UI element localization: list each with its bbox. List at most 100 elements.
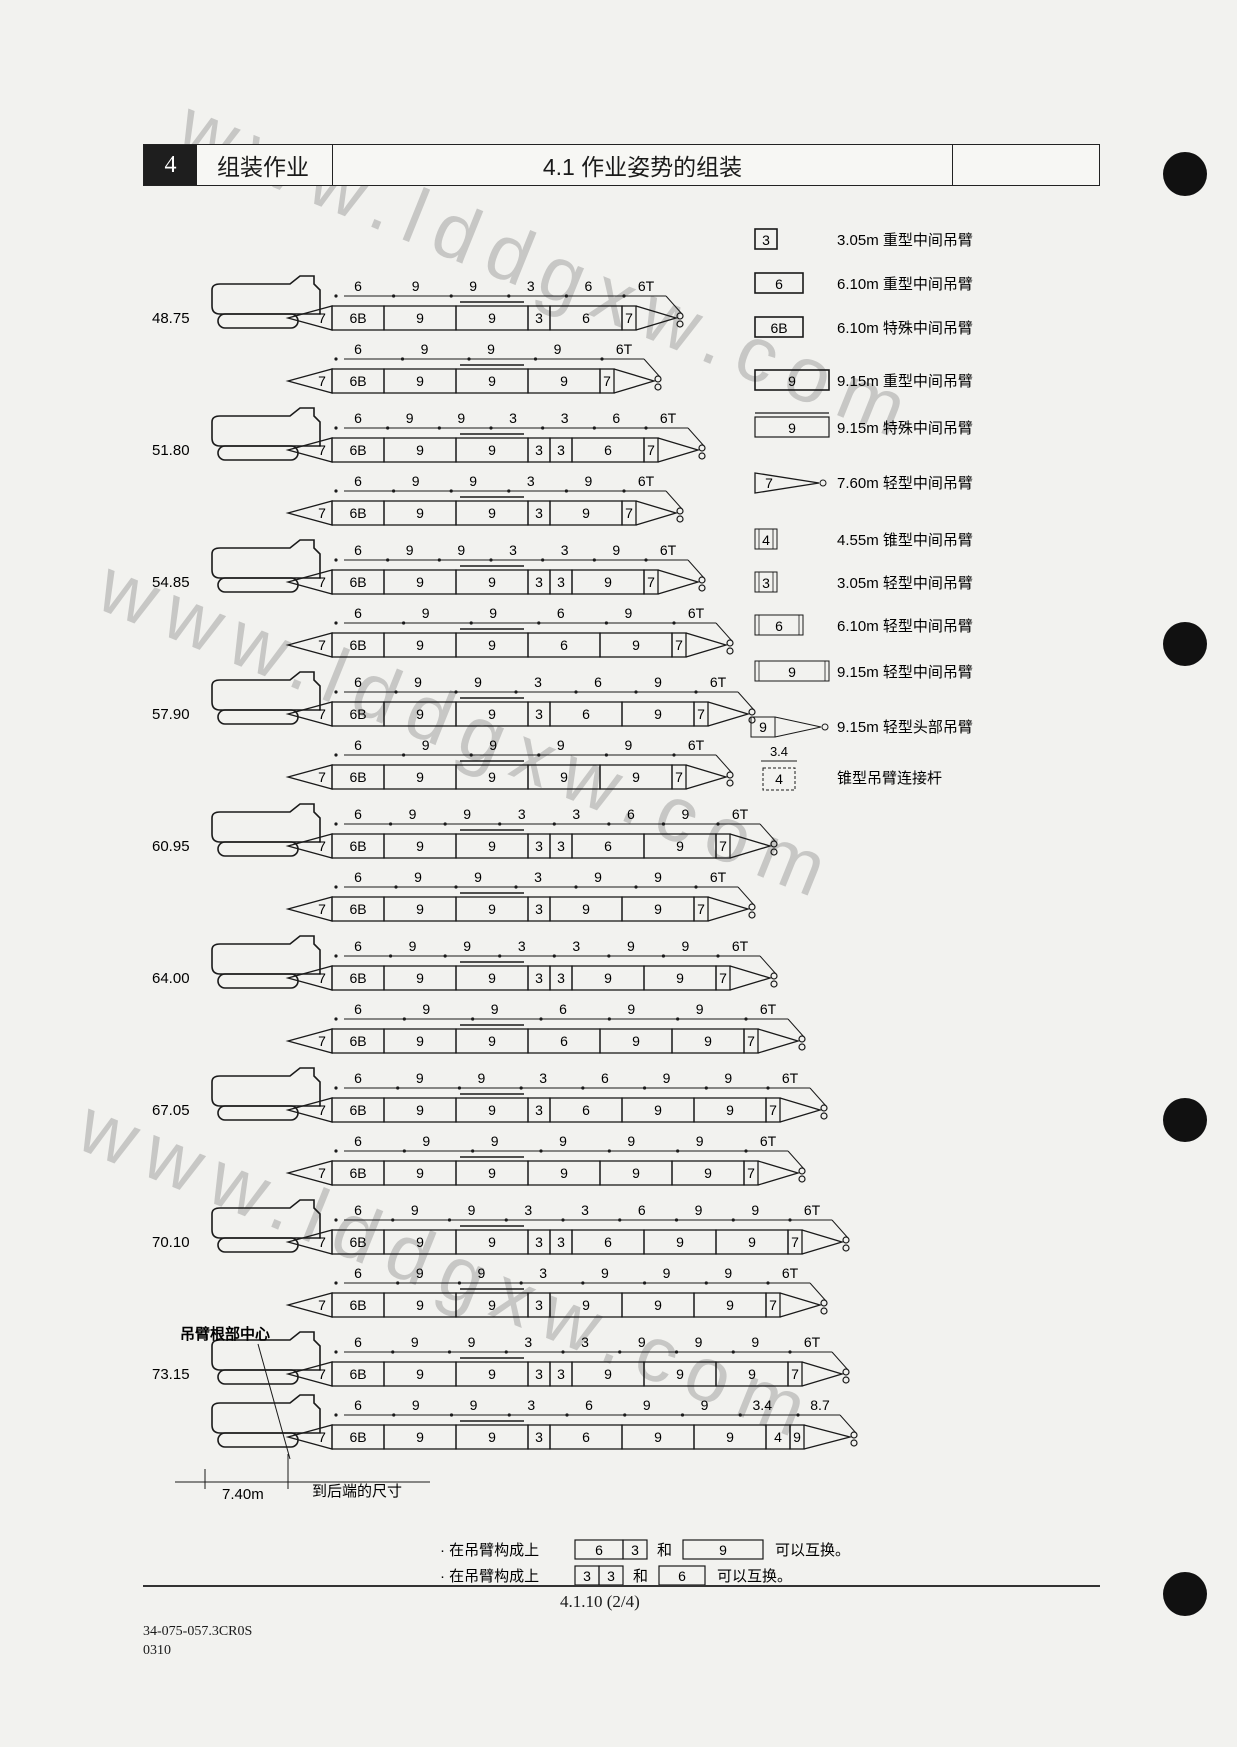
pendant-length-label: 9	[468, 1334, 476, 1350]
pendant-length-label: 9	[406, 410, 414, 426]
pendant-length-label: 9	[625, 605, 633, 621]
boom-tip-taper	[613, 368, 657, 394]
pendant-length-label: 9	[416, 1070, 424, 1086]
note-boom-symbol: 9	[719, 1542, 727, 1558]
segment-label: 6B	[349, 310, 366, 326]
pendant-joint-dot	[565, 1413, 569, 1417]
pendant-length-label: 6	[354, 1133, 362, 1149]
boom-tip-taper	[801, 1229, 845, 1255]
segment-label: 7	[769, 1297, 777, 1313]
pendant-joint-dot	[552, 822, 556, 826]
segment-label: 7	[318, 1297, 326, 1313]
pendant-joint-dot	[731, 1350, 735, 1354]
segment-label: 3	[535, 505, 543, 521]
segment-label: 6B	[349, 901, 366, 917]
segment-label: 9	[560, 769, 568, 785]
segment-label: 9	[604, 970, 612, 986]
pendant-length-label: 6	[354, 473, 362, 489]
pendant-length-label: 9	[751, 1334, 759, 1350]
pendant-joint-dot	[402, 753, 406, 757]
pendant-length-label: 3	[518, 806, 526, 822]
legend-swatch	[754, 416, 830, 438]
segment-label: 6B	[349, 706, 366, 722]
segment-label: 9	[632, 1165, 640, 1181]
segment-label: 7	[697, 706, 705, 722]
pendant-length-label: 9	[554, 341, 562, 357]
segment-label: 3	[535, 970, 543, 986]
sheave-icon	[698, 452, 706, 460]
sheave-icon	[698, 444, 706, 452]
pendant-length-label: 6	[354, 674, 362, 690]
segment-label: 6	[560, 637, 568, 653]
pendant-length-label: 9	[422, 1133, 430, 1149]
pendant-joint-dot	[391, 1350, 395, 1354]
segment-label: 7	[318, 310, 326, 326]
sheave-icon	[748, 716, 756, 724]
pendant-joint-dot	[504, 1350, 508, 1354]
boom-tip-base	[765, 1097, 781, 1123]
pendant-line	[831, 1351, 849, 1371]
legend-swatch	[754, 316, 804, 338]
segment-label: 9	[676, 970, 684, 986]
segment-label: 3	[535, 1366, 543, 1382]
sheave-icon	[798, 1175, 806, 1183]
pendant-length-label: 6T	[732, 938, 749, 954]
boom-tip-base	[643, 437, 659, 463]
pendant-line	[809, 1087, 827, 1107]
sheave-icon	[850, 1439, 858, 1447]
pendant-length-label: 6T	[616, 341, 633, 357]
segment-label: 9	[488, 706, 496, 722]
pendant-length-label: 9	[422, 605, 430, 621]
sheave-icon	[654, 383, 662, 391]
sheave-icon	[820, 1299, 828, 1307]
pendant-length-label: 6	[354, 1265, 362, 1281]
pendant-joint-dot	[386, 558, 390, 562]
crane-body-icon	[211, 671, 321, 711]
pendant-length-label: 9	[627, 1001, 635, 1017]
rear-dimension-value: 7.40m	[222, 1486, 264, 1503]
pendant-length-label: 9	[696, 1001, 704, 1017]
pendant-joint-dot	[334, 1017, 338, 1021]
pendant-joint-dot	[674, 1218, 679, 1222]
segment-label: 9	[654, 706, 662, 722]
segment-label: 6	[604, 442, 612, 458]
pendant-joint-dot	[622, 489, 626, 493]
legend-symbol: 9	[788, 664, 796, 680]
crane-body-icon	[211, 1199, 321, 1239]
segment-label: 9	[604, 574, 612, 590]
pendant-joint-dot	[600, 357, 604, 361]
segment-label: 9	[676, 1366, 684, 1382]
pendant-length-label: 9	[701, 1397, 709, 1413]
boom-tip-taper	[779, 1097, 823, 1123]
pendant-length-label: 9	[751, 1202, 759, 1218]
pendant-joint-dot	[607, 1149, 611, 1153]
pendant-length-label: 9	[724, 1265, 732, 1281]
page-title: 4.1 作业姿势的组装	[333, 145, 953, 185]
segment-label: 9	[654, 1297, 662, 1313]
segment-label: 9	[416, 901, 424, 917]
legend-swatch	[754, 571, 778, 593]
segment-label: 9	[748, 1234, 756, 1250]
crawler-track-icon	[217, 973, 299, 989]
pendant-joint-dot	[519, 1086, 523, 1090]
pendant-joint-dot	[334, 1086, 338, 1090]
pendant-joint-dot	[447, 1218, 452, 1222]
segment-label: 6B	[349, 838, 366, 854]
pendant-joint-dot	[334, 1281, 338, 1285]
segment-label: 7	[318, 637, 326, 653]
pendant-length-label: 6	[354, 1334, 362, 1350]
pendant-length-label: 3	[539, 1265, 547, 1281]
pendant-length-label: 3	[561, 542, 569, 558]
pendant-joint-dot	[618, 1218, 622, 1222]
pendant-length-label: 9	[489, 737, 497, 753]
pendant-length-label: 9	[478, 1265, 486, 1281]
legend-swatch	[762, 767, 796, 791]
pendant-length-label: 6	[354, 938, 362, 954]
pendant-length-label: 6	[354, 341, 362, 357]
note-boom-box	[682, 1539, 764, 1560]
binder-hole	[1163, 622, 1207, 666]
pendant-joint-dot	[674, 1350, 679, 1354]
legend-swatch	[754, 528, 778, 550]
boom-tip-base	[789, 1424, 805, 1450]
pendant-length-label: 9	[724, 1070, 732, 1086]
